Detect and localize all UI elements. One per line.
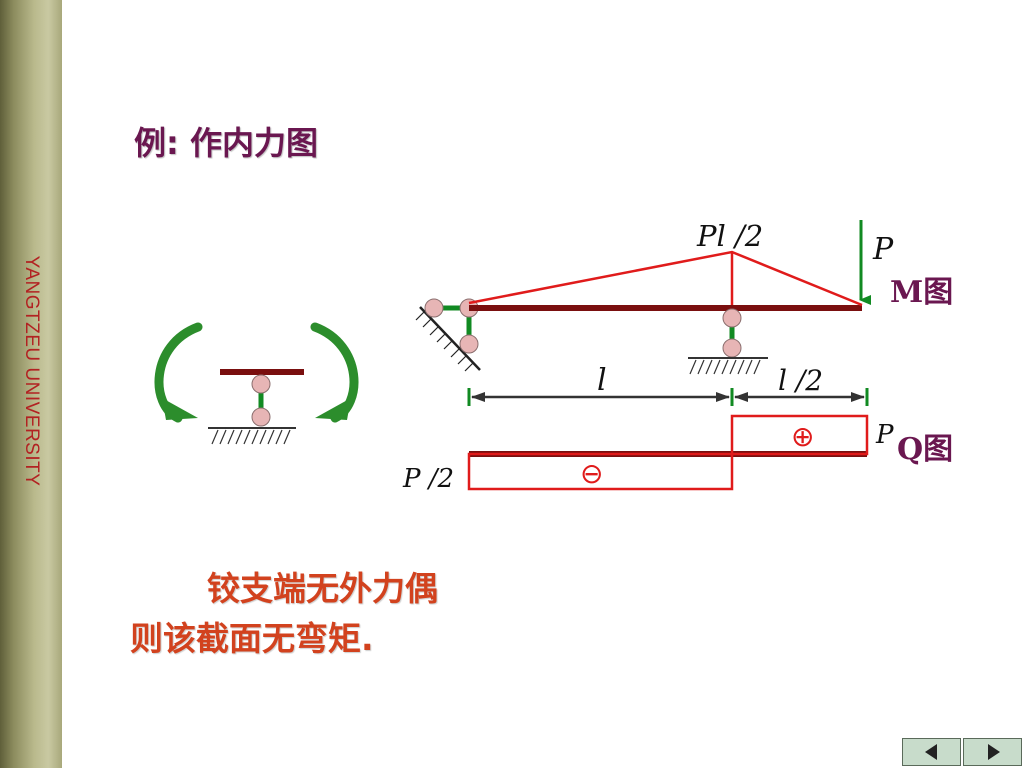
note-line-2: 则该截面无弯矩. — [130, 619, 374, 658]
positive-sign-icon: ⊕ — [791, 420, 814, 453]
side-band: YANGTZEU UNIVERSITY — [0, 0, 62, 768]
detail-hinge-top — [251, 374, 271, 394]
moment-diagram — [468, 250, 863, 307]
dimension-line — [467, 388, 869, 406]
hinge-detail — [154, 322, 359, 445]
detail-hinge-bottom — [251, 407, 271, 427]
slide-navigation — [902, 738, 1022, 768]
left-wall-hatch — [415, 311, 474, 372]
next-slide-button[interactable] — [963, 738, 1022, 766]
q-diagram-label: Q图 — [897, 432, 953, 467]
shear-right-label: P — [875, 420, 894, 450]
negative-sign-icon: ⊖ — [580, 457, 603, 490]
m-diagram-label: M图 — [890, 275, 953, 310]
moment-peak-label: Pl /2 — [696, 219, 763, 253]
left-hinge-wall — [424, 298, 444, 318]
roller-hinge-bottom — [722, 338, 742, 358]
note-line-1: 铰支端无外力偶 — [207, 569, 438, 608]
triangle-right-icon — [987, 744, 1000, 760]
shear-diagram — [467, 414, 869, 491]
roller-hinge-top — [722, 308, 742, 328]
shear-negative-region — [467, 452, 734, 491]
main-beam-group — [415, 220, 871, 375]
load-label: P — [872, 232, 894, 267]
moment-arrow-right-head — [315, 398, 351, 420]
prev-slide-button[interactable] — [902, 738, 961, 766]
moment-curve — [468, 250, 863, 307]
roller-ground-hatch — [689, 359, 761, 375]
moment-arrow-left-head — [162, 398, 198, 420]
shear-left-label: P /2 — [402, 464, 454, 494]
shear-positive-region — [730, 414, 869, 456]
detail-ground-hatch — [211, 429, 291, 445]
left-wall — [419, 306, 481, 371]
span-label: l — [597, 363, 607, 398]
overhang-label: l /2 — [778, 364, 823, 397]
page-title: 例: 作内力图 — [134, 124, 318, 162]
triangle-left-icon — [924, 744, 937, 760]
left-hinge-lower — [459, 334, 479, 354]
